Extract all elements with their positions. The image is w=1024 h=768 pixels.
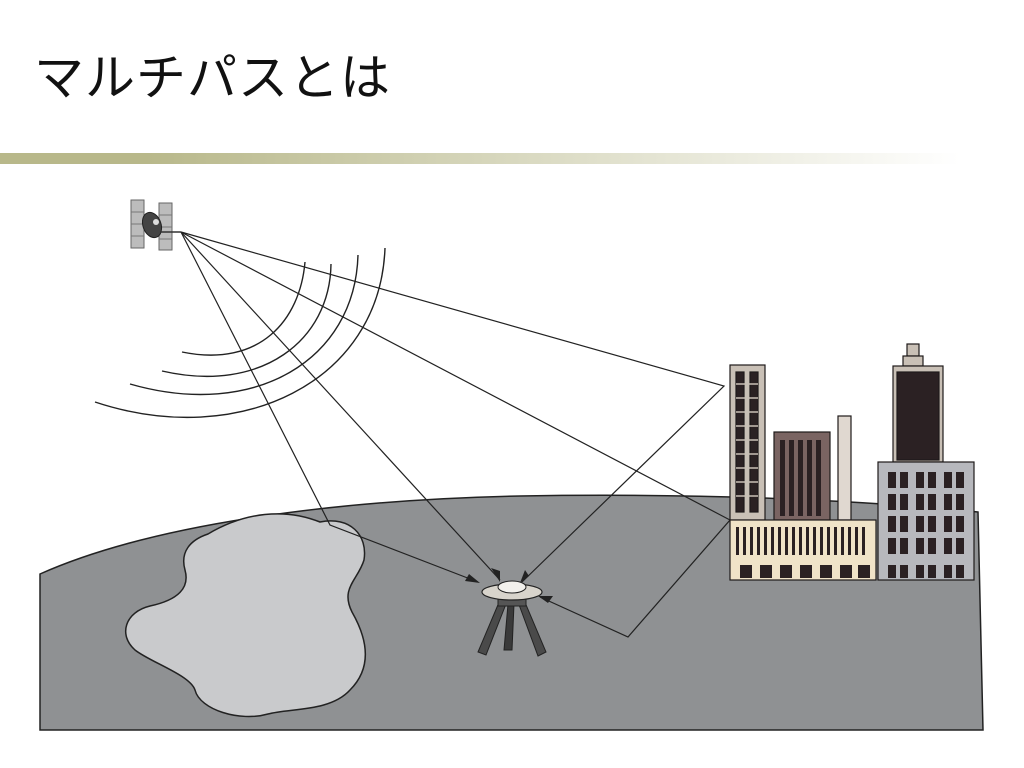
radio-wave-arcs (94, 247, 386, 419)
arrowheads (465, 568, 553, 603)
satellite-icon (130, 199, 181, 251)
gps-receiver-tripod (477, 580, 547, 657)
title-underline (0, 153, 960, 164)
signal-paths (180, 231, 731, 638)
city-buildings (729, 343, 975, 581)
page-title: マルチパスとは (34, 49, 391, 107)
water-area (125, 513, 366, 718)
